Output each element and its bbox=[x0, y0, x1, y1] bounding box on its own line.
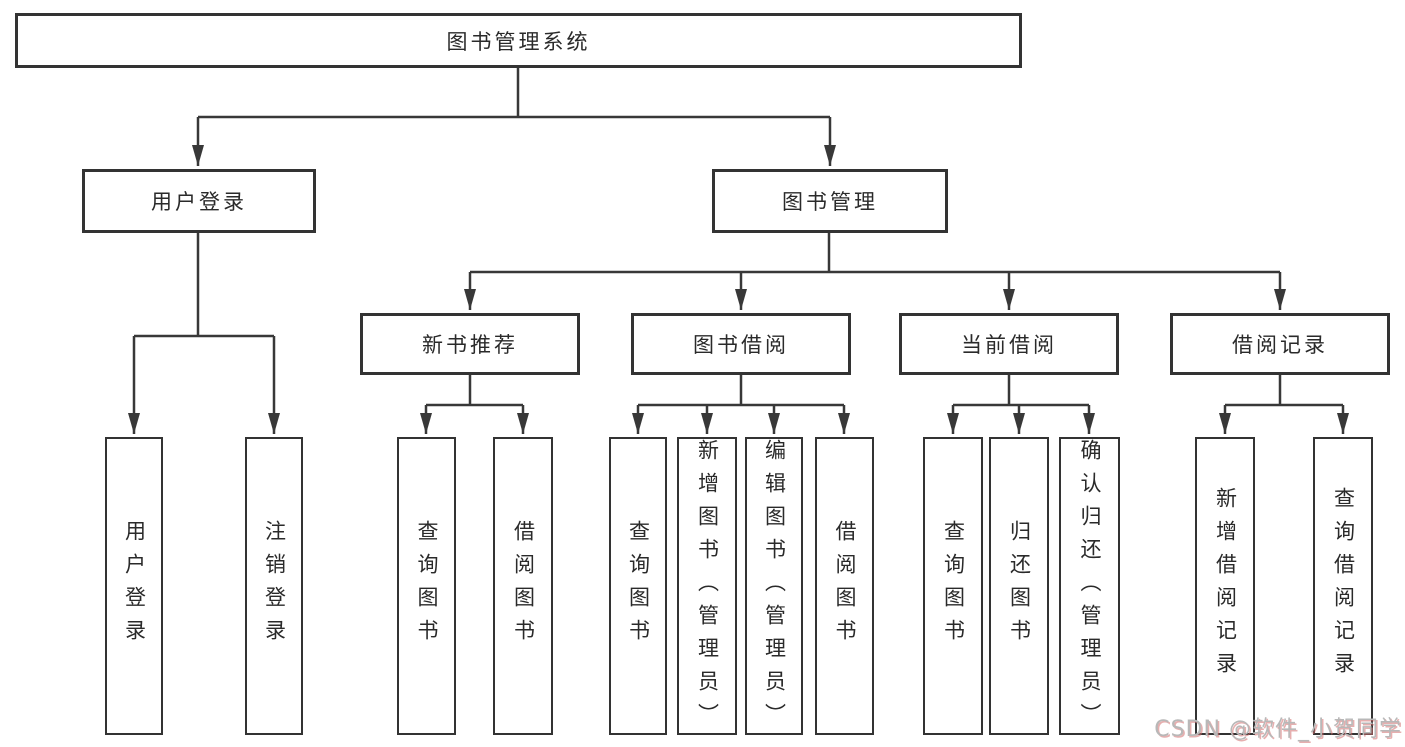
leaf-query-books-2: 查询图书 bbox=[609, 437, 667, 735]
leaf-label: 归还图书 bbox=[1007, 520, 1032, 652]
leaf-label: 用户登录 bbox=[122, 520, 147, 652]
connector-book-management-to-level3 bbox=[464, 233, 1286, 310]
node-book-borrow: 图书借阅 bbox=[631, 313, 851, 375]
leaf-label: 借阅图书 bbox=[511, 520, 536, 652]
node-book-management: 图书管理 bbox=[712, 169, 948, 233]
leaf-label: 新增图书（管理员） bbox=[695, 439, 720, 736]
leaf-label: 注销登录 bbox=[262, 520, 287, 652]
connector-borrow-records-to-leaves bbox=[1219, 375, 1349, 434]
leaf-query-books-3: 查询图书 bbox=[923, 437, 983, 735]
leaf-borrow-books-1: 借阅图书 bbox=[493, 437, 553, 735]
leaf-add-borrow-record: 新增借阅记录 bbox=[1195, 437, 1255, 735]
leaf-label: 查询图书 bbox=[941, 520, 966, 652]
leaf-borrow-books-2: 借阅图书 bbox=[815, 437, 874, 735]
node-user-login: 用户登录 bbox=[82, 169, 316, 233]
leaf-confirm-return-admin: 确认归还（管理员） bbox=[1059, 437, 1120, 736]
leaf-query-books-1: 查询图书 bbox=[397, 437, 456, 735]
leaf-user-login: 用户登录 bbox=[105, 437, 163, 735]
connector-book-borrow-to-leaves bbox=[632, 375, 850, 434]
node-new-book-recommend: 新书推荐 bbox=[360, 313, 580, 375]
connector-current-borrow-to-leaves bbox=[947, 375, 1095, 434]
node-borrow-records: 借阅记录 bbox=[1170, 313, 1390, 375]
node-root-system: 图书管理系统 bbox=[15, 13, 1022, 68]
leaf-label: 借阅图书 bbox=[833, 520, 857, 652]
csdn-watermark: CSDN @软件_小贺同学 bbox=[1154, 717, 1402, 742]
connector-new-book-to-leaves bbox=[420, 375, 529, 434]
leaf-label: 确认归还（管理员） bbox=[1078, 439, 1102, 736]
leaf-edit-books-admin: 编辑图书（管理员） bbox=[745, 437, 803, 736]
leaf-label: 查询图书 bbox=[626, 520, 651, 652]
node-current-borrow: 当前借阅 bbox=[899, 313, 1119, 375]
connector-root-to-level2 bbox=[192, 68, 836, 166]
leaf-label: 查询图书 bbox=[415, 520, 439, 652]
leaf-label: 查询借阅记录 bbox=[1331, 487, 1356, 685]
leaf-logout: 注销登录 bbox=[245, 437, 303, 735]
leaf-query-borrow-record: 查询借阅记录 bbox=[1313, 437, 1373, 735]
leaf-return-books: 归还图书 bbox=[989, 437, 1049, 735]
leaf-add-books-admin: 新增图书（管理员） bbox=[677, 437, 737, 736]
leaf-label: 新增借阅记录 bbox=[1213, 487, 1238, 685]
leaf-label: 编辑图书（管理员） bbox=[762, 439, 787, 736]
connector-user-login-to-leaves bbox=[128, 233, 280, 434]
